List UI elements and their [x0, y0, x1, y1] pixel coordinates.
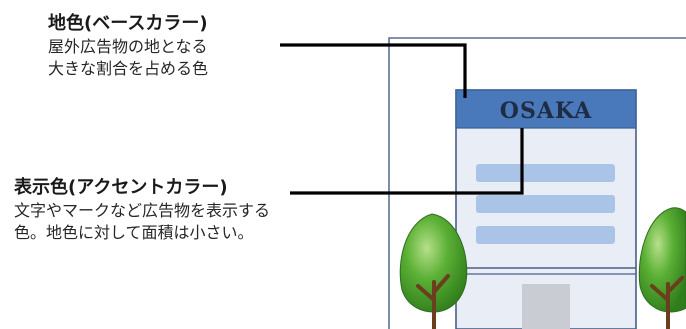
outer-frame — [388, 37, 686, 329]
window-stripe — [476, 164, 615, 182]
base-color-description-line-2: 大きな割合を占める色 — [48, 59, 209, 78]
base-color-description-line-1: 屋外広告物の地となる — [48, 37, 208, 56]
tree-right — [638, 207, 686, 329]
window-stripe — [476, 226, 615, 244]
accent-color-description-line-1: 文字やマークなど広告物を表示する — [14, 201, 271, 220]
window-stripe — [476, 195, 615, 213]
accent-color-leader-line — [290, 128, 524, 195]
sign-band — [455, 89, 637, 129]
base-color-leader-line — [280, 43, 467, 98]
accent-color-description-line-2: 色。地色に対して面積は小さい。 — [14, 223, 254, 242]
sign-text: OSAKA — [500, 98, 592, 124]
accent-color-label: 表示色(アクセントカラー) 文字やマークなど広告物を表示する 色。地色に対して面… — [14, 176, 270, 244]
base-color-title: 地色(ベースカラー) — [48, 13, 208, 34]
entrance-door — [522, 284, 570, 329]
base-color-label: 地色(ベースカラー) 屋外広告物の地となる 大きな割合を占める色 — [48, 12, 208, 80]
tree-left — [399, 213, 468, 329]
accent-color-title: 表示色(アクセントカラー) — [14, 177, 228, 198]
